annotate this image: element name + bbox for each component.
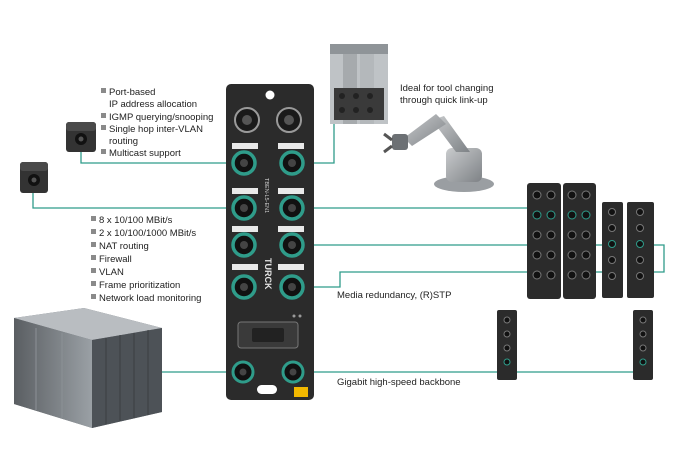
- camera-sensor-top: [66, 122, 96, 152]
- feature-multicast: Multicast support: [109, 148, 181, 159]
- feature-list-top: Port-based IP address allocation IGMP qu…: [101, 87, 213, 159]
- device-model-label: TBEN-L5-EN1: [263, 178, 269, 213]
- callout-media-redundancy: Media redundancy, (R)STP: [337, 290, 451, 301]
- io-module-4: [627, 202, 654, 298]
- io-module-1: [527, 183, 561, 299]
- port-row-1: [231, 150, 305, 176]
- plc-modules: [330, 44, 388, 124]
- mounting-hole-top: [265, 90, 275, 100]
- feature-igmp: IGMP querying/snooping: [109, 112, 213, 123]
- feature-frame-prioritization: Frame prioritization: [99, 280, 180, 291]
- feature-nat-routing: NAT routing: [99, 241, 149, 252]
- central-switch: TBEN-L5-EN1 TURCK: [226, 84, 314, 400]
- feature-firewall: Firewall: [99, 254, 132, 265]
- server-rack: [14, 308, 162, 428]
- feature-list-bottom: 8 x 10/100 MBit/s 2 x 10/100/1000 MBit/s…: [91, 215, 201, 304]
- device-brand-label: TURCK: [263, 258, 273, 290]
- callout-tool-changing-1: Ideal for tool changing: [400, 83, 493, 94]
- feature-8x100: 8 x 10/100 MBit/s: [99, 215, 173, 226]
- camera-sensor-left: [20, 162, 48, 193]
- feature-vlan: VLAN: [99, 267, 124, 278]
- port-row-3: [231, 232, 305, 258]
- mounting-hole-bottom: [257, 385, 277, 394]
- feature-inter-vlan: Single hop inter-VLAN: [109, 124, 203, 135]
- gigabit-port-left: [231, 360, 255, 384]
- io-module-3: [602, 202, 623, 298]
- port-row-2: [231, 195, 305, 221]
- backbone-module-2: [633, 310, 653, 380]
- port-row-4: [231, 274, 305, 300]
- robot-arm: [383, 114, 494, 192]
- feature-load-monitoring: Network load monitoring: [99, 293, 201, 304]
- warning-label: [294, 387, 308, 397]
- io-module-2: [563, 183, 596, 299]
- feature-routing: routing: [109, 136, 138, 147]
- backbone-module-1: [497, 310, 517, 380]
- feature-2x1000: 2 x 10/100/1000 MBit/s: [99, 228, 196, 239]
- gigabit-port-right: [281, 360, 305, 384]
- callout-backbone: Gigabit high-speed backbone: [337, 377, 461, 388]
- feature-port-based: Port-based: [109, 87, 155, 98]
- callout-tool-changing-2: through quick link-up: [400, 95, 488, 106]
- feature-ip-allocation: IP address allocation: [109, 99, 197, 110]
